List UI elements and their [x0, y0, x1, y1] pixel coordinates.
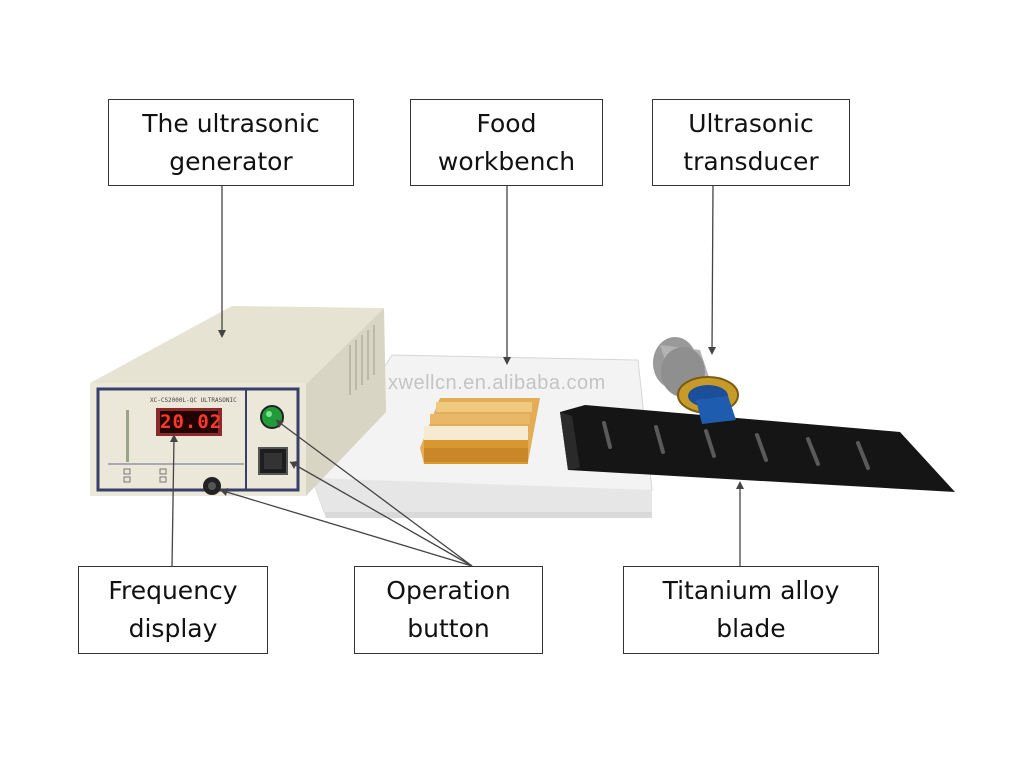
- label-ultrasonic-transducer: Ultrasonic transducer: [652, 99, 850, 186]
- device-panel-text: XC-CS2000L-QC ULTRASONIC: [150, 397, 237, 404]
- label-line-2: generator: [169, 146, 293, 176]
- label-line-1: Titanium alloy: [662, 576, 840, 605]
- label-line-2: blade: [716, 614, 786, 643]
- label-operation-button: Operation button: [354, 566, 543, 654]
- operation-leader-3: [219, 489, 473, 567]
- titanium-alloy-blade: [560, 405, 955, 492]
- label-line-2: transducer: [683, 146, 819, 176]
- label-line-1: Ultrasonic: [688, 108, 814, 138]
- transducer-leader: [711, 185, 714, 353]
- label-line-1: Frequency: [108, 576, 238, 605]
- frequency-leader: [171, 436, 175, 567]
- label-line-2: button: [407, 614, 490, 643]
- label-food-workbench: Food workbench: [410, 99, 603, 186]
- leader-lines: [171, 185, 741, 567]
- label-ultrasonic-generator: The ultrasonic generator: [108, 99, 354, 186]
- operation-leader-1: [275, 419, 473, 567]
- label-titanium-alloy-blade: Titanium alloy blade: [623, 566, 879, 654]
- operation-leader-2: [289, 461, 473, 567]
- label-frequency-display: Frequency display: [78, 566, 268, 654]
- label-line-1: Food: [476, 108, 537, 138]
- label-line-1: The ultrasonic: [142, 108, 320, 138]
- label-line-1: Operation: [386, 576, 511, 605]
- label-line-2: display: [128, 614, 218, 643]
- ultrasonic-transducer: [653, 337, 739, 424]
- watermark: xwellcn.en.alibaba.com: [388, 372, 606, 394]
- frequency-readout: 20.02: [160, 411, 223, 433]
- pastry-food: [420, 398, 540, 464]
- label-line-2: workbench: [437, 146, 576, 176]
